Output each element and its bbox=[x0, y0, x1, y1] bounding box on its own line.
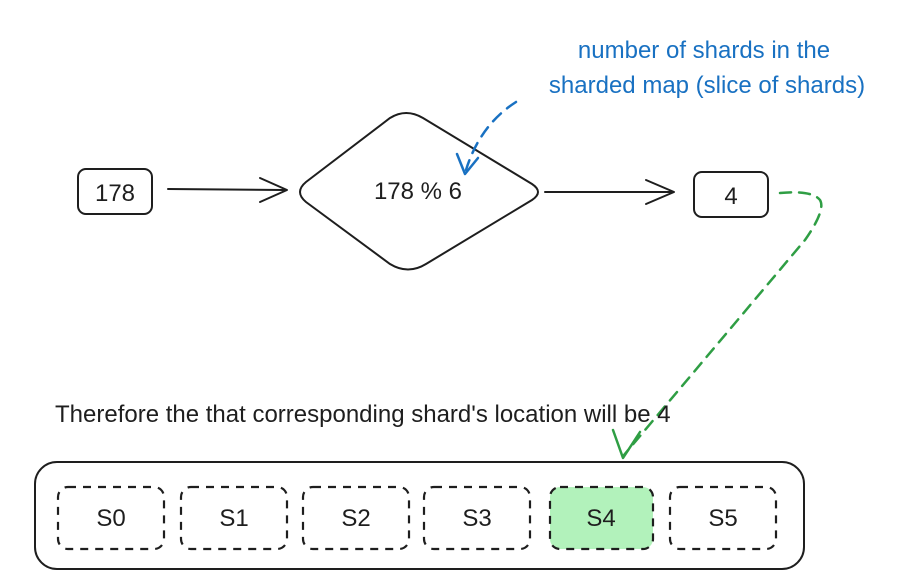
shard-s0: S0 bbox=[56, 485, 166, 551]
shard-s5: S5 bbox=[668, 485, 778, 551]
result-box bbox=[693, 171, 769, 218]
arrow-modulo-to-result bbox=[544, 179, 675, 205]
input-value: 178 bbox=[95, 180, 135, 207]
input-box bbox=[77, 168, 153, 215]
shard-label: S4 bbox=[586, 505, 615, 532]
shard-label: S5 bbox=[708, 505, 737, 532]
arrow-input-to-modulo bbox=[167, 177, 288, 203]
annotation-line-2: sharded map (slice of shards) bbox=[549, 72, 865, 99]
modulo-expression: 178 % 6 bbox=[374, 178, 462, 205]
result-pointer-arrow bbox=[611, 191, 823, 460]
shard-label: S2 bbox=[341, 505, 370, 532]
shard-s4-highlighted: S4 bbox=[548, 485, 655, 551]
shard-s2: S2 bbox=[301, 485, 411, 551]
annotation-line-1: number of shards in the bbox=[578, 37, 830, 64]
shard-label: S3 bbox=[462, 505, 491, 532]
shard-label: S0 bbox=[96, 505, 125, 532]
shard-s1: S1 bbox=[179, 485, 289, 551]
sharded-map-container bbox=[34, 461, 805, 570]
modulo-diamond bbox=[299, 112, 539, 271]
result-value: 4 bbox=[724, 183, 737, 210]
annotation-arrow bbox=[455, 100, 518, 176]
shard-s3: S3 bbox=[422, 485, 532, 551]
shard-label: S1 bbox=[219, 505, 248, 532]
conclusion-text: Therefore the that corresponding shard's… bbox=[55, 401, 671, 428]
